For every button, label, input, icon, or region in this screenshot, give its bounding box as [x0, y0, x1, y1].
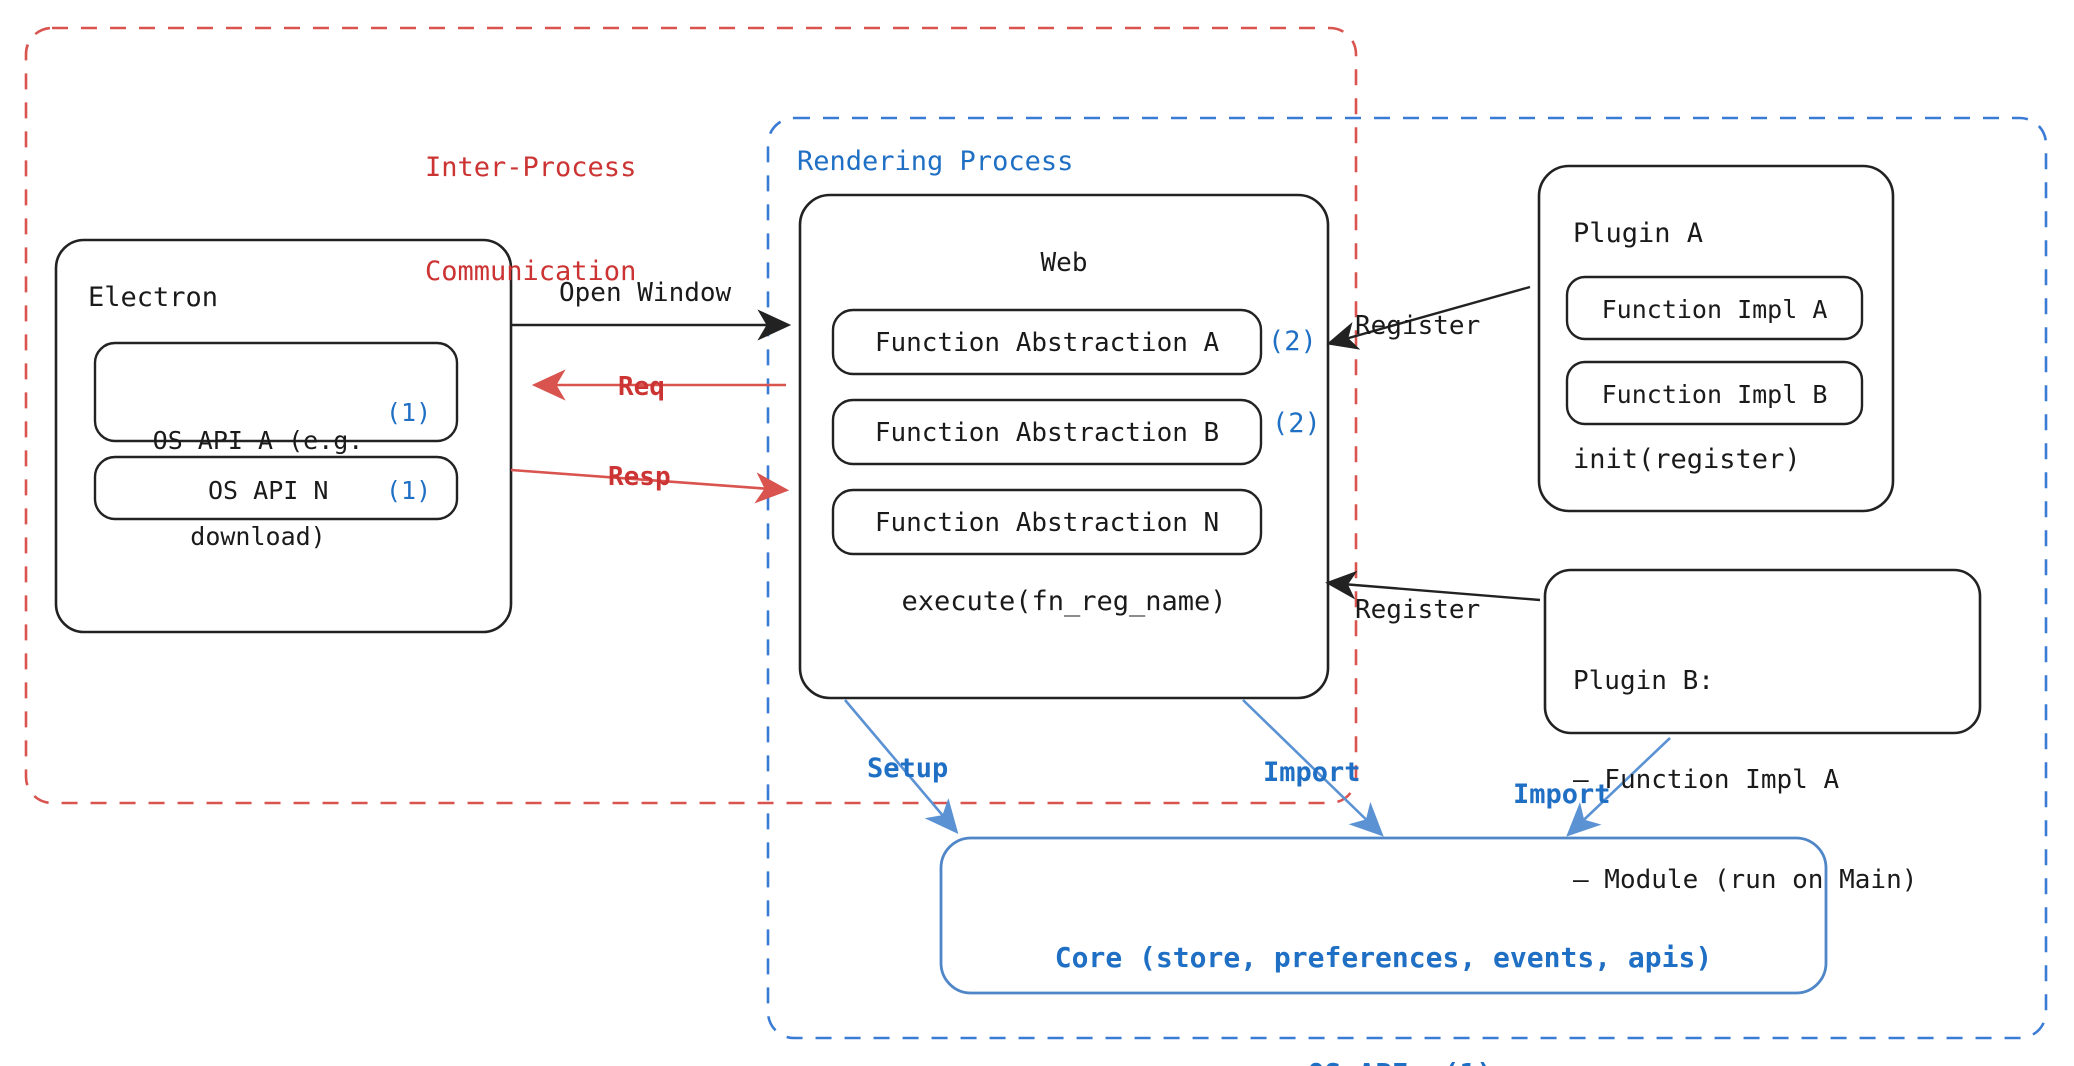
function-abstraction-b-marker: (2)	[1272, 408, 1321, 439]
register-plugin-a-label: Register	[1355, 311, 1481, 341]
response-label: Resp	[608, 462, 671, 492]
function-abstraction-a-label: Function Abstraction A	[874, 328, 1220, 358]
open-window-label: Open Window	[559, 278, 732, 308]
function-abstraction-n-label: Function Abstraction N	[874, 508, 1220, 538]
import-web-label: Import	[1263, 757, 1361, 788]
ipc-label-line2: Communication	[425, 255, 637, 287]
os-api-a-line1: OS API A (e.g.	[152, 426, 364, 455]
import-plugin-label: Import	[1513, 779, 1611, 810]
os-api-n-marker: (1)	[386, 476, 432, 505]
function-abstraction-a-marker: (2)	[1268, 326, 1317, 357]
os-api-a-marker: (1)	[386, 398, 432, 427]
register-plugin-b-label: Register	[1355, 595, 1481, 625]
plugin-b-box-content: Plugin B: – Function Impl A – Module (ru…	[1573, 598, 1917, 964]
plugin-b-line-2: – Module (run on Main)	[1573, 865, 1918, 896]
function-impl-b-label: Function Impl B	[1601, 380, 1828, 409]
plugin-b-line-0: Plugin B:	[1573, 665, 1714, 696]
web-execute-footer: execute(fn_reg_name)	[901, 586, 1227, 617]
os-api-a-line2: download)	[190, 522, 326, 551]
core-box-content: Core (store, preferences, events, apis) …	[941, 862, 1826, 1066]
setup-label: Setup	[867, 753, 949, 784]
function-impl-a-label: Function Impl A	[1601, 295, 1828, 324]
request-label: Req	[618, 372, 665, 402]
ipc-label-line1: Inter-Process	[425, 152, 637, 184]
ipc-region-label: Inter-Process Communication	[425, 82, 636, 358]
plugin-a-box-title: Plugin A	[1573, 218, 1704, 249]
core-line-1: – OS APIs (1)	[941, 1055, 1826, 1066]
plugin-b-line-1: – Function Impl A	[1573, 765, 1840, 796]
os-api-a-label: OS API A (e.g. download)	[108, 361, 408, 617]
os-api-n-label: OS API N	[208, 476, 329, 505]
core-line-0: Core (store, preferences, events, apis)	[1054, 941, 1713, 975]
plugin-a-init-footer: init(register)	[1573, 444, 1801, 475]
web-box-title: Web	[1040, 248, 1088, 278]
function-abstraction-b-label: Function Abstraction B	[874, 418, 1220, 448]
electron-box-title: Electron	[88, 282, 219, 313]
rendering-region-label: Rendering Process	[797, 146, 1074, 177]
